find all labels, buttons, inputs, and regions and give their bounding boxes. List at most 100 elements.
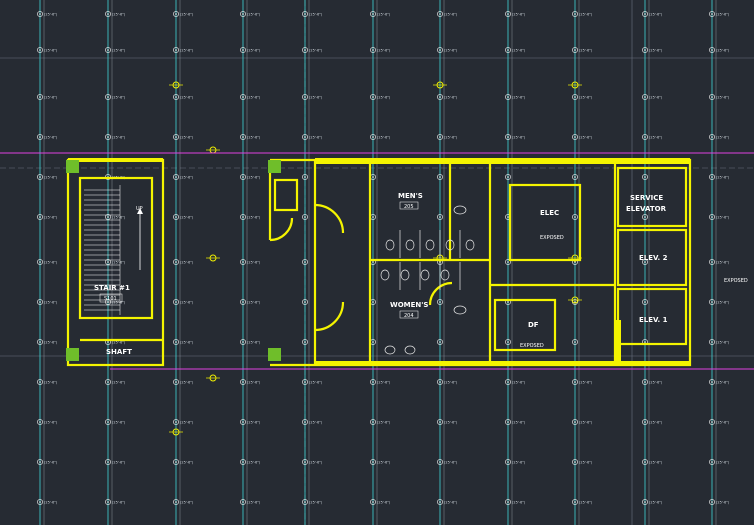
ceiling-height-text: (25'-6") xyxy=(247,136,261,140)
ceiling-tag: (25'-6") xyxy=(709,499,730,505)
ceiling-height-text: (25'-6") xyxy=(44,216,58,220)
room-number-womens: 204 xyxy=(404,313,414,319)
ceiling-height-text: (25'-6") xyxy=(247,49,261,53)
ceiling-tag: (25'-6") xyxy=(302,47,323,53)
ceiling-tag: (25'-6") xyxy=(37,459,58,465)
ceiling-height-text: (25'-6") xyxy=(512,461,526,465)
ceiling-tag: (25'-6") xyxy=(173,259,194,265)
ceiling-tag: (25'-6") xyxy=(240,379,261,385)
room-label-stair: STAIR #1 xyxy=(94,284,130,292)
ceiling-tag: (25'-6") xyxy=(37,214,58,220)
ceiling-tag: (25'-6") xyxy=(302,499,323,505)
ceiling-tag: (25'-6") xyxy=(370,11,391,17)
ceiling-tag xyxy=(302,339,308,345)
ceiling-tag: (25'-6") xyxy=(105,499,126,505)
light-fixture-icon xyxy=(433,81,447,89)
ceiling-height-text: (25'-6") xyxy=(247,261,261,265)
ceiling-tag: (25'-6") xyxy=(505,499,526,505)
toilet-icon xyxy=(445,239,455,251)
ceiling-tag: (25'-6") xyxy=(240,134,261,140)
ceiling-tag: (25'-6") xyxy=(105,47,126,53)
toilet-icon xyxy=(400,269,410,281)
ceiling-height-text: (25'-6") xyxy=(112,96,126,100)
ceiling-tag: (25'-6") xyxy=(105,419,126,425)
ceiling-tag xyxy=(642,259,648,265)
ceiling-height-text: (25'-6") xyxy=(444,501,458,505)
ceiling-height-text: (25'-6") xyxy=(579,461,593,465)
ceiling-tag: (25'-6") xyxy=(370,499,391,505)
ceiling-tag: (25'-6") xyxy=(240,94,261,100)
ceiling-height-text: (25'-6") xyxy=(649,136,663,140)
ceiling-height-text: (25'-6") xyxy=(579,381,593,385)
ceiling-tag: (25'-6") xyxy=(572,499,593,505)
ceiling-height-text: (25'-6") xyxy=(579,136,593,140)
ceiling-tag: (25'-6") xyxy=(709,299,730,305)
ceiling-height-text: (25'-6") xyxy=(444,421,458,425)
ceiling-tag: (25'-6") xyxy=(370,459,391,465)
ceiling-tag: (25'-6") xyxy=(709,134,730,140)
room-label-service-1: SERVICE xyxy=(630,194,663,202)
ceiling-height-text: (25'-6") xyxy=(44,501,58,505)
walls xyxy=(66,158,692,367)
ceiling-tag xyxy=(437,299,443,305)
ceiling-tag: (25'-6") xyxy=(37,259,58,265)
ceiling-tag: (25'-6") xyxy=(173,299,194,305)
ceiling-height-text: (25'-6") xyxy=(716,421,730,425)
ceiling-tag: (25'-6") xyxy=(709,379,730,385)
ceiling-tag xyxy=(642,299,648,305)
ceiling-tag: (25'-6") xyxy=(642,379,663,385)
ceiling-tag: (25'-6") xyxy=(642,459,663,465)
ceiling-height-tags: (25'-6") (25'-6") (25'-6") (25'-6") (25'-6")… xyxy=(37,11,730,505)
ceiling-tag: (25'-6") xyxy=(642,11,663,17)
ceiling-tag: (25'-6") xyxy=(709,94,730,100)
room-label-service-2: ELEVATOR xyxy=(626,205,667,213)
ceiling-tag xyxy=(505,339,511,345)
room-label-df: DF xyxy=(528,321,539,329)
ceiling-tag: (25'-6") xyxy=(105,94,126,100)
ceiling-height-text: (25'-6") xyxy=(512,501,526,505)
sink-icon xyxy=(453,305,467,315)
ceiling-tag: (25'-6") xyxy=(37,499,58,505)
ceiling-height-text: (25'-6") xyxy=(716,49,730,53)
ceiling-tag xyxy=(572,174,578,180)
ceiling-height-text: (25'-6") xyxy=(716,381,730,385)
room-label-womens: WOMEN'S xyxy=(390,301,428,309)
ceiling-height-text: (25'-6") xyxy=(112,13,126,17)
exposed-label-elec: EXPOSED xyxy=(540,235,564,241)
ceiling-tag: (25'-6") xyxy=(572,379,593,385)
ceiling-tag: (25'-6") xyxy=(642,499,663,505)
light-fixture-icon xyxy=(568,296,582,304)
ceiling-height-text: (25'-6") xyxy=(247,216,261,220)
ceiling-tag: (25'-6") xyxy=(240,214,261,220)
sink-icon xyxy=(384,345,396,355)
ceiling-height-text: (25'-6") xyxy=(180,176,194,180)
ceiling-height-text: (25'-6") xyxy=(44,461,58,465)
ceiling-height-text: (25'-6") xyxy=(112,461,126,465)
ceiling-tag: (25'-6") xyxy=(302,11,323,17)
ceiling-tag: (25'-6") xyxy=(240,259,261,265)
ceiling-height-text: (25'-6") xyxy=(716,216,730,220)
ceiling-tag: (25'-6") xyxy=(437,11,458,17)
ceiling-height-text: (25'-6") xyxy=(512,136,526,140)
ceiling-height-text: (25'-6") xyxy=(180,136,194,140)
ceiling-height-text: (25'-6") xyxy=(444,96,458,100)
ceiling-tag: (25'-6") xyxy=(173,214,194,220)
ceiling-tag: (25'-6") xyxy=(173,339,194,345)
ceiling-height-text: (25'-6") xyxy=(444,136,458,140)
ceiling-tag: (25'-6") xyxy=(505,134,526,140)
ceiling-tag: (25'-6") xyxy=(709,11,730,17)
ceiling-tag: (25'-6") xyxy=(505,94,526,100)
ceiling-tag: (25'-6") xyxy=(505,459,526,465)
ceiling-tag: (25'-6") xyxy=(302,94,323,100)
light-fixture-icon xyxy=(169,428,183,436)
ceiling-tag: (25'-6") xyxy=(173,499,194,505)
ceiling-tag: (25'-6") xyxy=(37,134,58,140)
ceiling-tag: (25'-6") xyxy=(173,174,194,180)
ceiling-tag: (25'-6") xyxy=(173,47,194,53)
ceiling-tag: (25'-6") xyxy=(709,419,730,425)
toilet-icon xyxy=(425,239,435,251)
ceiling-tag: (25'-6") xyxy=(642,134,663,140)
toilet-icon xyxy=(440,269,450,281)
